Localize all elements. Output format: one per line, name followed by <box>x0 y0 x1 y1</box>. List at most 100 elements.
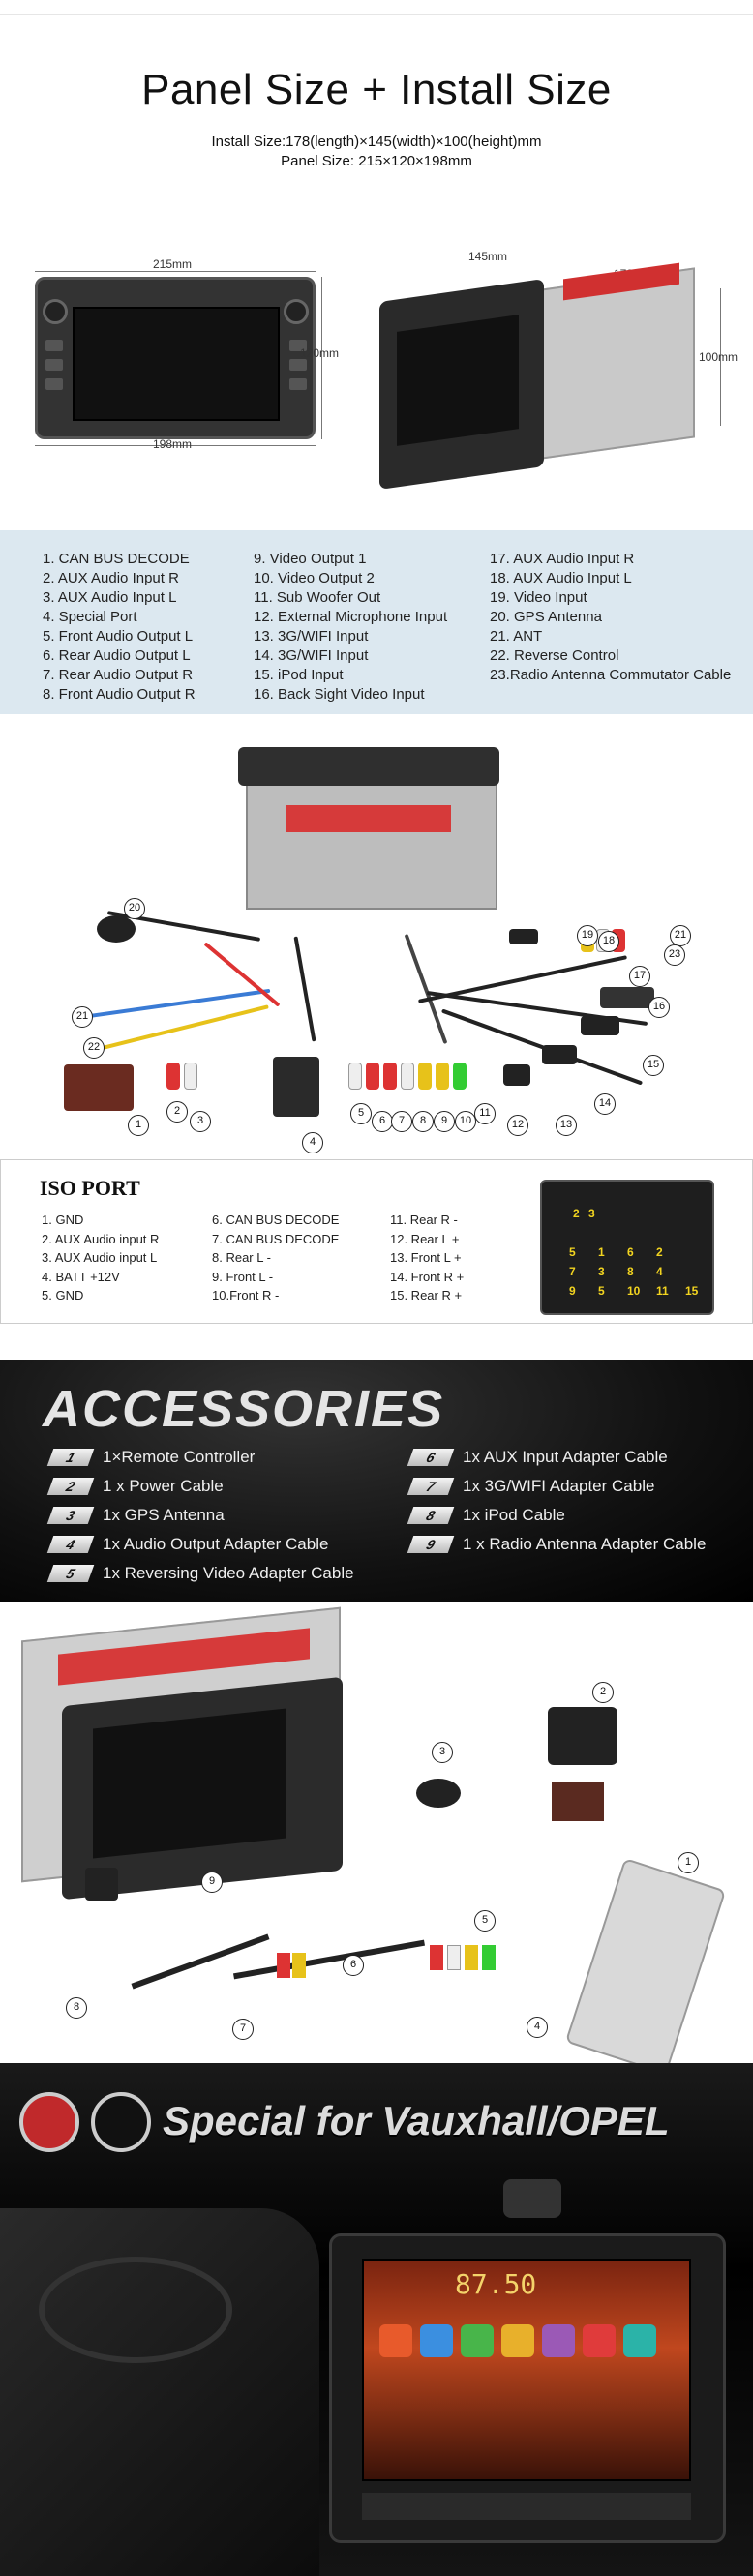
accessory-label: 1x AUX Input Adapter Cable <box>463 1448 668 1466</box>
iso-port-title: ISO PORT <box>40 1176 140 1200</box>
cable <box>131 1933 270 1990</box>
wiring-callout: 15 <box>643 1055 664 1076</box>
photo-callout: 6 <box>343 1955 364 1976</box>
wiring-callout: 11 <box>474 1103 496 1124</box>
dim-100-label: 100mm <box>699 350 738 364</box>
iso-pin-item: 3. AUX Audio input L <box>42 1250 158 1265</box>
chassis-box <box>534 267 695 461</box>
iso-pin-item: 13. Front L + <box>390 1250 462 1265</box>
accessory-number-badge: 6 <box>407 1449 455 1466</box>
iso-pin-item: 10.Front R - <box>212 1288 280 1303</box>
panel-size-title: Panel Size + Install Size <box>141 66 612 113</box>
dim-line-198 <box>35 445 316 446</box>
rca-yellow <box>292 1953 306 1978</box>
connector-item: 14. 3G/WIFI Input <box>254 647 369 664</box>
head-unit-top <box>238 747 499 786</box>
iso-pin-number: 3 <box>588 1207 595 1220</box>
wiring-callout: 21 <box>72 1006 93 1028</box>
iso-pin-item: 6. CAN BUS DECODE <box>212 1213 340 1227</box>
wiring-callout: 20 <box>124 898 145 919</box>
iso-pin-number: 6 <box>627 1245 634 1259</box>
wiring-callout: 2 <box>166 1101 188 1123</box>
unit-button-strip <box>362 2493 691 2520</box>
wiring-callout: 1 <box>128 1115 149 1136</box>
accessory-label: 1 x Power Cable <box>103 1477 224 1495</box>
rca-red <box>430 1945 443 1970</box>
rca-green <box>482 1945 496 1970</box>
usb-plug <box>542 1045 577 1064</box>
canbus-decoder-box <box>64 1064 134 1111</box>
accessory-number-badge: 2 <box>46 1478 95 1495</box>
accessory-number-badge: 5 <box>46 1565 95 1582</box>
photo-callout: 2 <box>592 1682 614 1703</box>
front-button <box>45 359 63 371</box>
accessory-label: 1x Reversing Video Adapter Cable <box>103 1564 354 1582</box>
rca-white <box>447 1945 461 1970</box>
iso-pin-item: 4. BATT +12V <box>42 1269 120 1284</box>
wiring-callout: 7 <box>391 1111 412 1132</box>
accessory-label: 1x iPod Cable <box>463 1506 565 1524</box>
accessory-number-badge: 9 <box>407 1536 455 1553</box>
dim-line-120 <box>321 277 322 439</box>
iso-pin-item: 5. GND <box>42 1288 84 1303</box>
iso-pin-item: 7. CAN BUS DECODE <box>212 1231 340 1246</box>
dim-145-label: 145mm <box>468 250 508 263</box>
wire <box>293 936 316 1042</box>
hazard-button <box>503 2179 561 2218</box>
accessory-number-badge: 7 <box>407 1478 455 1495</box>
iso-pin-number: 4 <box>656 1265 663 1278</box>
app-icon <box>420 2324 453 2357</box>
unit-display <box>362 2259 691 2481</box>
dim-line-215 <box>35 271 316 272</box>
connector-item: 7. Rear Audio Output R <box>43 667 194 683</box>
iso-pin-item: 2. AUX Audio input R <box>42 1231 160 1246</box>
rca-yellow <box>418 1063 432 1090</box>
ipod-cable-plug <box>85 1868 118 1901</box>
wiring-callout: 18 <box>598 931 619 952</box>
wiring-callout: 8 <box>412 1111 434 1132</box>
iso-pin-number: 15 <box>685 1284 699 1298</box>
connector-item: 23.Radio Antenna Commutator Cable <box>490 667 732 683</box>
connector-item: 1. CAN BUS DECODE <box>43 551 190 567</box>
accessory-number-badge: 1 <box>46 1449 95 1466</box>
front-button <box>289 378 307 390</box>
app-icon-row <box>379 2324 670 2373</box>
rca-yellow <box>465 1945 478 1970</box>
unit-side-view <box>379 262 714 490</box>
wiring-callout: 19 <box>577 925 598 946</box>
gps-antenna <box>97 915 136 943</box>
wiring-callout: 14 <box>594 1093 616 1115</box>
wiring-callout: 13 <box>556 1115 577 1136</box>
accessory-label: 1x 3G/WIFI Adapter Cable <box>463 1477 655 1495</box>
accessory-item: 2 1 x Power Cable <box>46 1476 224 1497</box>
front-button <box>45 378 63 390</box>
wiring-callout: 17 <box>629 966 650 987</box>
connector-item: 21. ANT <box>490 628 543 644</box>
iso-pin-number: 7 <box>569 1265 576 1278</box>
connector-item: 13. 3G/WIFI Input <box>254 628 369 644</box>
app-icon <box>379 2324 412 2357</box>
iso-pin-number: 1 <box>598 1245 605 1259</box>
connector-item: 10. Video Output 2 <box>254 570 375 586</box>
iso-pin-number: 2 <box>573 1207 580 1220</box>
accessory-item: 6 1x AUX Input Adapter Cable <box>407 1447 668 1468</box>
panel-size-text: Panel Size: 215×120×198mm <box>281 153 472 169</box>
steering-wheel <box>39 2257 232 2363</box>
front-button <box>45 340 63 351</box>
remote-controller <box>564 1857 727 2076</box>
top-divider <box>0 14 753 15</box>
front-button <box>289 340 307 351</box>
connector-item: 2. AUX Audio Input R <box>43 570 179 586</box>
antenna-adapter <box>509 929 538 944</box>
head-unit-label <box>286 805 451 832</box>
rca-yellow <box>436 1063 449 1090</box>
ipod-plug <box>600 987 654 1008</box>
iso-pin-item: 12. Rear L + <box>390 1231 460 1246</box>
photo-callout: 4 <box>527 2017 548 2038</box>
